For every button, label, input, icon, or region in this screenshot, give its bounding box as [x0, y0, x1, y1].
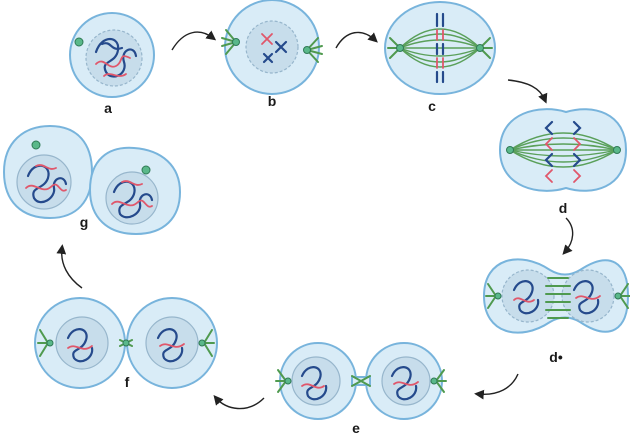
midzone-fibers: [545, 277, 571, 319]
arrow-d-prime-to-e: [474, 373, 519, 400]
stage-f-cell: [34, 297, 218, 389]
arrow-e-to-f: [213, 394, 265, 410]
stage-label-d: d: [559, 200, 568, 216]
centrosome-icon: [74, 37, 84, 47]
spindle-right: [303, 37, 323, 63]
stage-e-cell: [275, 342, 447, 420]
stage-g-cells: [2, 124, 182, 236]
spindle-fibers: [387, 28, 493, 68]
stage-label-e: e: [352, 420, 360, 436]
stage-d-prime-cell: [482, 258, 630, 334]
arrow-b-to-c: [335, 31, 378, 49]
midbody-fibers: [351, 375, 371, 387]
stage-label-a: a: [104, 100, 112, 116]
arrow-a-to-b: [171, 30, 217, 51]
stage-c-cell: [384, 1, 496, 95]
separating-chromatids: [544, 120, 582, 183]
stage-b-cell: [221, 0, 323, 95]
stage-label-c: c: [428, 98, 436, 114]
spindle-left: [221, 29, 240, 55]
spindle-fibers: [509, 132, 618, 168]
stage-label-b: b: [268, 93, 277, 109]
stage-label-g: g: [80, 214, 89, 230]
arrow-d-to-d-prime: [562, 217, 574, 255]
arrow-c-to-d: [507, 79, 548, 104]
stage-label-d-prime: d•: [549, 349, 563, 365]
arrow-f-to-g: [56, 244, 83, 289]
stage-a-cell: [69, 12, 155, 98]
stage-d-cell: [498, 108, 628, 192]
stage-label-f: f: [125, 374, 130, 390]
metaphase-chromosomes: [435, 12, 445, 84]
